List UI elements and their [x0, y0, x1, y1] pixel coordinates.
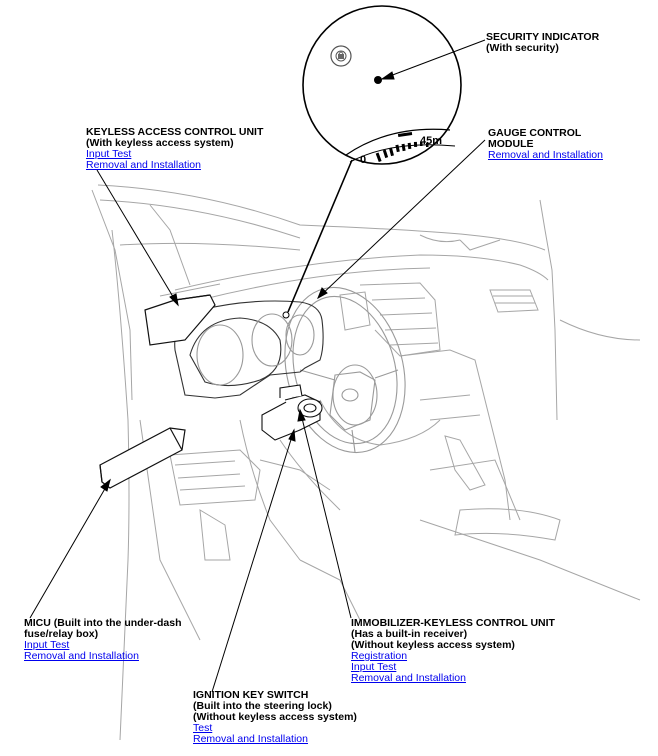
ignition-subtitle-1: (Built into the steering lock): [193, 700, 332, 712]
ignition-subtitle-2: (Without keyless access system): [193, 711, 357, 723]
keyless-subtitle: (With keyless access system): [86, 137, 234, 149]
immobilizer-subtitle-1: (Has a built-in receiver): [351, 628, 468, 640]
ignition-switch-shape: [261, 384, 323, 441]
micu-title: MICU (Built into the under-dash: [24, 617, 182, 629]
immobilizer-registration-link[interactable]: Registration: [351, 650, 408, 662]
immobilizer-input-test-link[interactable]: Input Test: [351, 661, 397, 673]
callout-micu: MICU (Built into the under-dash fuse/rel…: [24, 618, 182, 662]
callout-gauge-control-module: GAUGE CONTROL MODULE Removal and Install…: [488, 128, 603, 161]
keyless-input-test-link[interactable]: Input Test: [86, 148, 132, 160]
gauge-inset: 0 45m: [302, 5, 462, 166]
gauge-zero-label: 0: [360, 154, 366, 166]
callout-immobilizer-keyless-control-unit: IMMOBILIZER-KEYLESS CONTROL UNIT (Has a …: [351, 618, 555, 684]
micu-removal-link[interactable]: Removal and Installation: [24, 650, 139, 662]
callout-keyless-access-control-unit: KEYLESS ACCESS CONTROL UNIT (With keyles…: [86, 127, 263, 171]
callout-ignition-key-switch: IGNITION KEY SWITCH (Built into the stee…: [193, 690, 357, 745]
keyless-removal-link[interactable]: Removal and Installation: [86, 159, 201, 171]
ignition-title: IGNITION KEY SWITCH: [193, 689, 309, 701]
micu-box-shape: [99, 427, 186, 489]
gauge-range-label: 45m: [420, 135, 442, 147]
ignition-test-link[interactable]: Test: [193, 722, 213, 734]
micu-title-2: fuse/relay box): [24, 628, 99, 640]
security-icon: [330, 45, 352, 67]
ignition-removal-link[interactable]: Removal and Installation: [193, 733, 308, 745]
gauge-ticks: [375, 132, 429, 163]
immobilizer-removal-link[interactable]: Removal and Installation: [351, 672, 466, 684]
gauge-removal-link[interactable]: Removal and Installation: [488, 149, 603, 161]
gauge-title-2: MODULE: [488, 138, 534, 150]
security-subtitle: (With security): [486, 42, 559, 54]
gauge-title: GAUGE CONTROL: [488, 127, 582, 139]
micu-input-test-link[interactable]: Input Test: [24, 639, 70, 651]
security-title: SECURITY INDICATOR: [486, 31, 600, 43]
keyless-access-control-unit-shape: [144, 294, 216, 346]
leader-lines: [29, 39, 486, 693]
callout-security-indicator: SECURITY INDICATOR (With security): [486, 32, 599, 54]
immobilizer-title: IMMOBILIZER-KEYLESS CONTROL UNIT: [351, 617, 555, 629]
immobilizer-subtitle-2: (Without keyless access system): [351, 639, 515, 651]
security-indicator-dot: [374, 76, 382, 84]
inset-pointer: [282, 159, 353, 319]
keyless-title: KEYLESS ACCESS CONTROL UNIT: [86, 126, 264, 138]
car-interior-sketch: [91, 184, 641, 741]
